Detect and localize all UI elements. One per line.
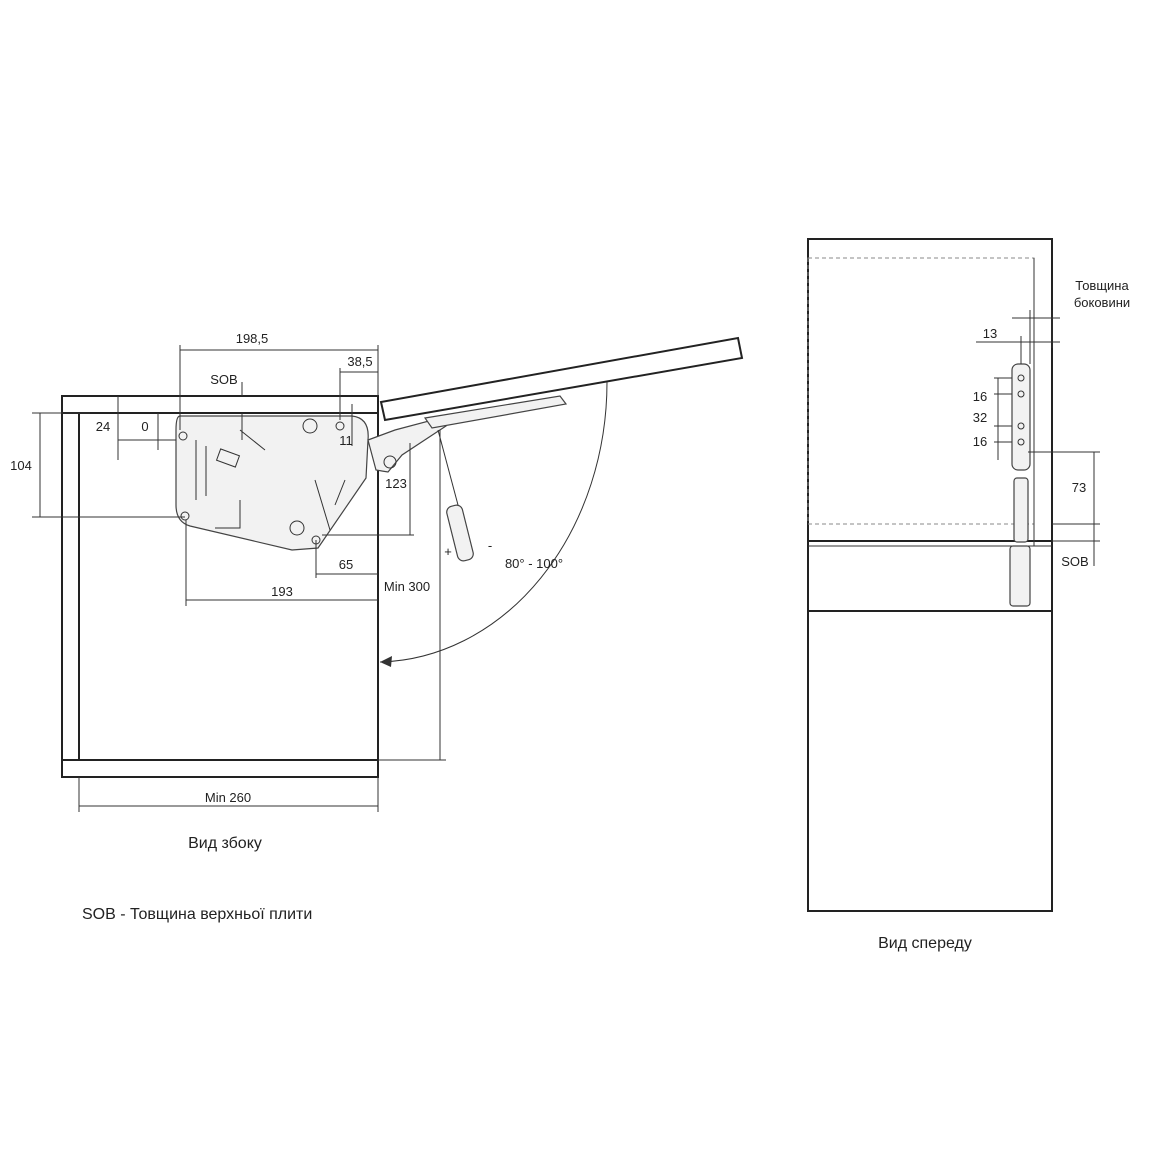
dim-123: 123 — [385, 476, 407, 491]
front-dimension-lines — [976, 310, 1100, 566]
dim-0: 0 — [141, 419, 148, 434]
side-view: 198,5 38,5 SOB 24 0 11 104 123 65 193 Mi… — [10, 331, 744, 852]
dim-24: 24 — [96, 419, 110, 434]
left-side-panel — [61, 412, 80, 761]
lift-mechanism-body — [175, 415, 369, 551]
arc-arrowhead — [380, 656, 392, 667]
dim-32: 32 — [973, 410, 987, 425]
side-view-caption: Вид збоку — [188, 835, 262, 852]
flap-bracket — [423, 395, 568, 429]
screw-top-left — [178, 431, 188, 441]
dim-193: 193 — [271, 584, 293, 599]
front-view-caption: Вид спереду — [878, 935, 972, 952]
front-view: Товщина боковини 13 16 32 16 73 SOB Вид … — [807, 238, 1130, 952]
top-panel — [61, 395, 379, 414]
mechanism-detail-lines — [195, 429, 346, 531]
opening-angle: 80° - 100° — [505, 556, 563, 571]
lever-arm — [367, 417, 447, 473]
opening-arc — [379, 381, 608, 663]
sob-side-label: SOB — [210, 372, 237, 387]
dim-38-5: 38,5 — [347, 354, 372, 369]
flap-bracket-front — [1009, 545, 1031, 607]
dim-198-5: 198,5 — [236, 331, 269, 346]
dim-16-top: 16 — [973, 389, 987, 404]
plate-hole-2 — [1017, 390, 1025, 398]
bottom-panel — [61, 759, 379, 778]
screw-top-right — [335, 421, 345, 431]
dimension-lines — [32, 345, 446, 812]
mechanism-hole-top — [302, 418, 318, 434]
screw-bottom-left — [180, 511, 190, 521]
lever-pivot — [383, 455, 397, 469]
mechanism-hole-bottom — [289, 520, 305, 536]
dim-min-260: Min 260 — [205, 790, 251, 805]
minus-sign: - — [488, 538, 492, 553]
mechanism-adjuster — [215, 448, 241, 468]
dim-13: 13 — [983, 326, 997, 341]
mounting-plate — [1011, 363, 1031, 471]
dim-73: 73 — [1072, 480, 1086, 495]
screwdriver-shaft — [437, 429, 459, 506]
dim-65: 65 — [339, 557, 353, 572]
plate-hole-4 — [1017, 438, 1025, 446]
open-flap — [379, 336, 744, 422]
dim-11: 11 — [339, 433, 353, 448]
dim-16-bottom: 16 — [973, 434, 987, 449]
side-thickness-line-2: боковини — [1074, 295, 1130, 310]
sob-legend: SOB - Товщина верхньої плити — [82, 906, 312, 923]
plus-sign: + — [444, 544, 452, 559]
dim-min-300: Min 300 — [384, 579, 430, 594]
plate-hole-1 — [1017, 374, 1025, 382]
screwdriver-handle — [446, 504, 474, 562]
front-arm — [1013, 477, 1029, 543]
sob-front-label: SOB — [1061, 554, 1088, 569]
plate-hole-3 — [1017, 422, 1025, 430]
side-thickness-line-1: Товщина — [1075, 278, 1129, 293]
dim-104: 104 — [10, 458, 32, 473]
